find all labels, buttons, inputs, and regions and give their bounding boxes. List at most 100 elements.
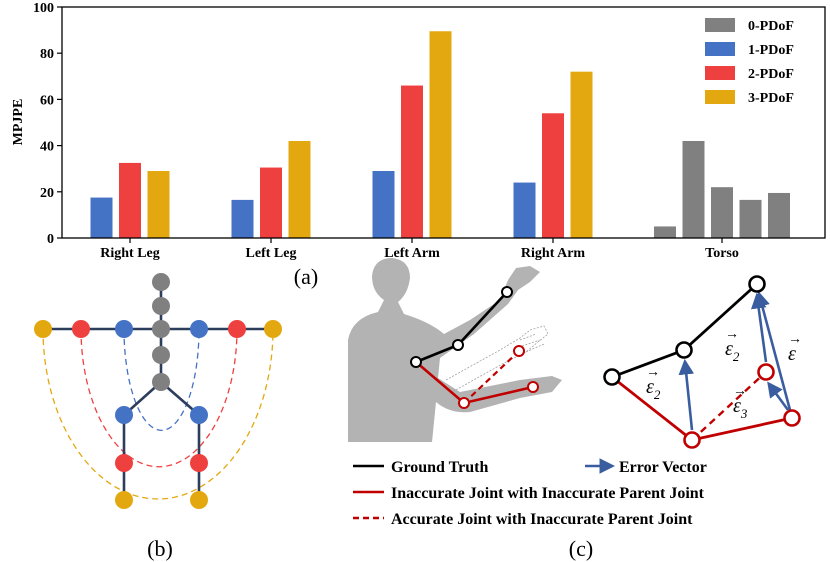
bar-torso-2 xyxy=(711,187,733,238)
bar-right-leg-2 xyxy=(147,171,170,238)
gt-node-mid xyxy=(675,341,693,359)
label-e3: ε3 xyxy=(733,395,748,421)
pred-node-mid xyxy=(683,431,701,449)
pred-joint-wrist-accurate xyxy=(513,345,525,357)
gt-joint-shoulder xyxy=(410,356,422,368)
legend-label-3: 3-PDoF xyxy=(748,91,794,106)
panel-a-label: (a) xyxy=(294,264,318,289)
arrow-e: → xyxy=(788,332,802,347)
joint-hip-r xyxy=(115,406,133,424)
legend-gt-text: Ground Truth xyxy=(391,459,488,476)
error-vector-e3 xyxy=(767,381,790,411)
joint-wrist-l xyxy=(264,320,282,338)
ghost-arm-outline xyxy=(445,325,549,393)
y-tick-label: 60 xyxy=(40,93,54,108)
error-vector-diagram: ε2 → ε2 → ε3 → ε → xyxy=(603,275,802,449)
legend-inacc-text: Inaccurate Joint with Inaccurate Parent … xyxy=(391,485,705,502)
pred-joint-wrist xyxy=(527,381,539,393)
x-tick-label: Left Leg xyxy=(246,246,297,261)
bar-torso-3 xyxy=(739,199,762,238)
y-tick-label: 100 xyxy=(33,1,54,16)
legend-acc-text: Accurate Joint with Inaccurate Parent Jo… xyxy=(391,511,693,528)
joint-wrist-r xyxy=(34,320,52,338)
arc-1pdof xyxy=(123,328,200,431)
error-vector-e xyxy=(750,292,768,363)
bar-series-group xyxy=(90,31,790,239)
bar-left-leg-1 xyxy=(260,167,282,238)
bar-right-arm-0 xyxy=(513,182,536,238)
y-axis-ticks: 0 20 40 60 80 100 xyxy=(33,1,62,247)
gt-joint-wrist xyxy=(501,286,513,298)
gt-node-root xyxy=(603,368,621,386)
y-axis-label: MPJPE xyxy=(11,99,26,146)
joint-elbow-r xyxy=(72,320,90,338)
x-tick-label: Left Arm xyxy=(384,246,440,261)
arrow-e3: → xyxy=(733,384,747,399)
legend-swatch-1 xyxy=(705,42,735,56)
joint-thorax xyxy=(152,320,170,338)
legend-swatch-0 xyxy=(705,18,735,32)
gt-node-end xyxy=(748,275,766,293)
arrow-e2-right: → xyxy=(725,327,739,342)
arc-3pdof xyxy=(42,328,274,500)
legend-label-1: 1-PDoF xyxy=(748,43,794,58)
bar-right-arm-1 xyxy=(542,113,564,238)
label-e2-right: ε2 xyxy=(725,338,740,364)
joint-ankle-r xyxy=(115,491,133,509)
bar-left-leg-0 xyxy=(231,199,254,238)
legend-label-2: 2-PDoF xyxy=(748,67,794,82)
bar-torso-4 xyxy=(768,192,790,238)
bar-left-arm-1 xyxy=(401,85,423,238)
pred-joint-elbow xyxy=(458,397,470,409)
pred-dashed xyxy=(691,371,767,441)
label-e2-left: ε2 xyxy=(646,376,661,402)
panel-c-label: (c) xyxy=(569,536,593,561)
legend-swatch-3 xyxy=(705,90,735,104)
x-tick-label: Right Arm xyxy=(521,246,586,261)
legend-err-text: Error Vector xyxy=(619,459,707,476)
joint-spine xyxy=(152,346,170,364)
joint-ankle-l xyxy=(190,491,208,509)
pred-node-accurate xyxy=(757,363,775,381)
plot-frame xyxy=(61,6,826,239)
bar-torso-1 xyxy=(682,140,705,238)
legend-label-0: 0-PDoF xyxy=(748,19,794,34)
bar-right-leg-0 xyxy=(90,197,113,238)
joint-neck xyxy=(152,297,170,315)
bar-right-leg-1 xyxy=(119,162,141,238)
panel-b-label: (b) xyxy=(147,536,173,561)
joint-knee-l xyxy=(190,454,208,472)
joint-hip-l xyxy=(190,406,208,424)
pred-node-end xyxy=(783,409,801,427)
joint-head xyxy=(152,273,170,291)
y-tick-label: 0 xyxy=(47,232,54,247)
bar-left-leg-2 xyxy=(288,140,311,238)
panel-c-legend: Ground Truth Error Vector Inaccurate Joi… xyxy=(353,458,707,528)
joint-elbow-l xyxy=(228,320,246,338)
joint-knee-r xyxy=(115,454,133,472)
label-e: ε xyxy=(788,343,796,365)
x-axis-categories: Right Leg Left Leg Left Arm Right Arm Torso xyxy=(100,238,739,261)
y-tick-label: 80 xyxy=(40,47,54,62)
error-vector-e2-right xyxy=(754,290,792,411)
silhouette-illustration xyxy=(348,258,562,442)
chart-legend: 0-PDoF 1-PDoF 2-PDoF 3-PDoF xyxy=(705,18,794,106)
x-tick-label: Right Leg xyxy=(100,246,160,261)
bar-right-arm-2 xyxy=(570,71,593,239)
arrow-e2-left: → xyxy=(646,365,660,380)
y-tick-label: 40 xyxy=(40,140,54,155)
bar-left-arm-0 xyxy=(372,171,395,238)
arc-2pdof xyxy=(80,328,238,468)
bar-torso-0 xyxy=(654,226,676,238)
joint-shoulder-r xyxy=(115,320,133,338)
joint-pelvis xyxy=(152,373,170,391)
skeleton-diagram xyxy=(34,273,282,509)
legend-swatch-2 xyxy=(705,66,735,80)
joint-shoulder-l xyxy=(190,320,208,338)
x-tick-label: Torso xyxy=(705,246,739,261)
gt-joint-elbow xyxy=(452,339,464,351)
human-silhouette xyxy=(348,258,562,442)
y-tick-label: 20 xyxy=(40,186,54,201)
accurate-joint-dashed xyxy=(463,350,520,404)
